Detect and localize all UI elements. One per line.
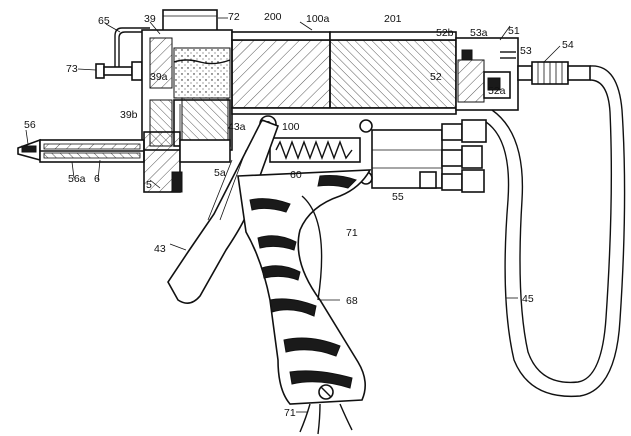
- label-43a: 43a: [228, 121, 246, 133]
- cap-72: [162, 9, 218, 33]
- label-100a: 100a: [306, 13, 330, 25]
- label-201: 201: [384, 13, 402, 25]
- label-52b: 52b: [436, 27, 454, 39]
- part-labels: 65 39 72 200 100a 201 52b 53a 51 53 54 7…: [24, 11, 574, 419]
- label-53a: 53a: [470, 27, 488, 39]
- label-68: 68: [346, 295, 358, 307]
- label-52: 52: [430, 71, 442, 83]
- label-65: 65: [98, 15, 110, 27]
- label-5a: 5a: [214, 167, 226, 179]
- handle-68: [237, 169, 372, 405]
- label-71-upper: 71: [346, 227, 358, 239]
- valve-52: [455, 37, 519, 111]
- label-60: 60: [290, 169, 302, 181]
- label-39a: 39a: [150, 71, 168, 83]
- label-5: 5: [146, 179, 152, 191]
- label-56a: 56a: [68, 173, 86, 185]
- label-200: 200: [264, 11, 282, 23]
- label-73: 73: [66, 63, 78, 75]
- nozzle-56: [17, 138, 41, 162]
- cable-71: [299, 195, 353, 435]
- label-55: 55: [392, 191, 404, 203]
- valve-body-55: [359, 119, 487, 193]
- label-51: 51: [508, 25, 520, 37]
- label-53: 53: [520, 45, 532, 57]
- label-6: 6: [94, 173, 100, 185]
- label-45: 45: [522, 293, 534, 305]
- label-43: 43: [154, 243, 166, 255]
- label-54: 54: [562, 39, 574, 51]
- cylinder-200: [231, 31, 331, 109]
- label-71-lower: 71: [284, 407, 296, 419]
- fitting-54: [517, 61, 591, 85]
- leader-lines: [25, 17, 561, 413]
- cylinder-201: [231, 31, 457, 115]
- front-block-5: [143, 97, 231, 193]
- label-39: 39: [144, 13, 156, 25]
- trigger-43: [167, 119, 280, 304]
- label-72: 72: [228, 11, 240, 23]
- label-56: 56: [24, 119, 36, 131]
- spring-60: [269, 137, 361, 163]
- liquid-chamber-39a: [173, 47, 231, 99]
- label-100: 100: [282, 121, 300, 133]
- label-52a: 52a: [488, 85, 506, 97]
- hose-45: [485, 65, 626, 398]
- label-39b: 39b: [120, 109, 138, 121]
- barrel-56a: [39, 139, 145, 163]
